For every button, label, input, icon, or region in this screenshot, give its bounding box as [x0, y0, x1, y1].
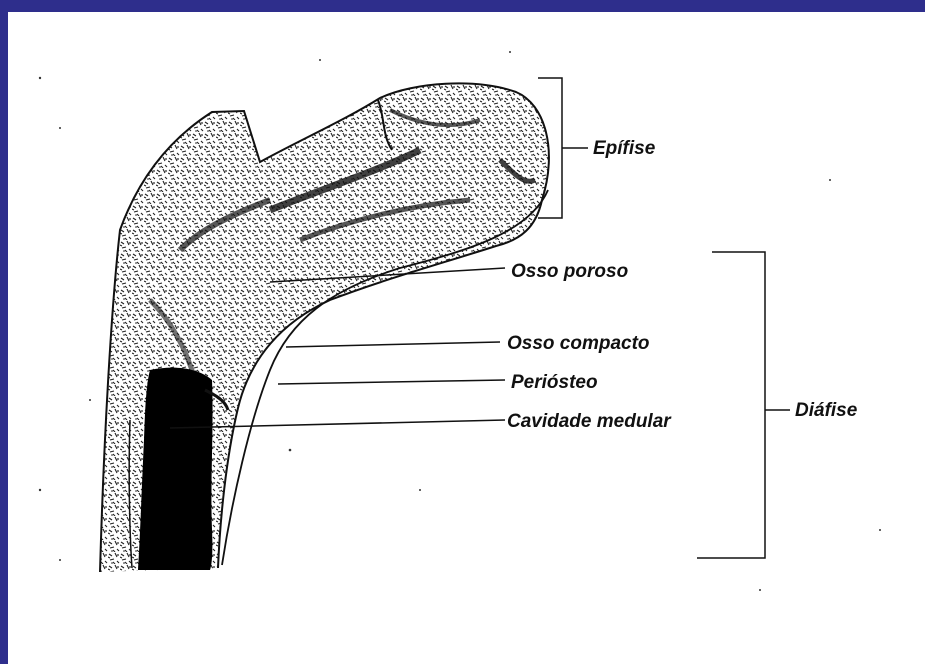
label-epifise: Epífise	[593, 138, 656, 159]
label-osso-compacto: Osso compacto	[507, 333, 650, 354]
compact-bone-leader	[286, 342, 500, 347]
medullary-cavity-shape	[138, 368, 213, 570]
label-cavidade-medular: Cavidade medular	[507, 411, 672, 432]
periosteum-leader	[278, 380, 505, 384]
label-periosteo: Periósteo	[511, 372, 598, 393]
label-diafise: Diáfise	[795, 400, 858, 421]
diaphysis-bracket	[697, 252, 765, 558]
label-osso-poroso: Osso poroso	[511, 261, 628, 282]
